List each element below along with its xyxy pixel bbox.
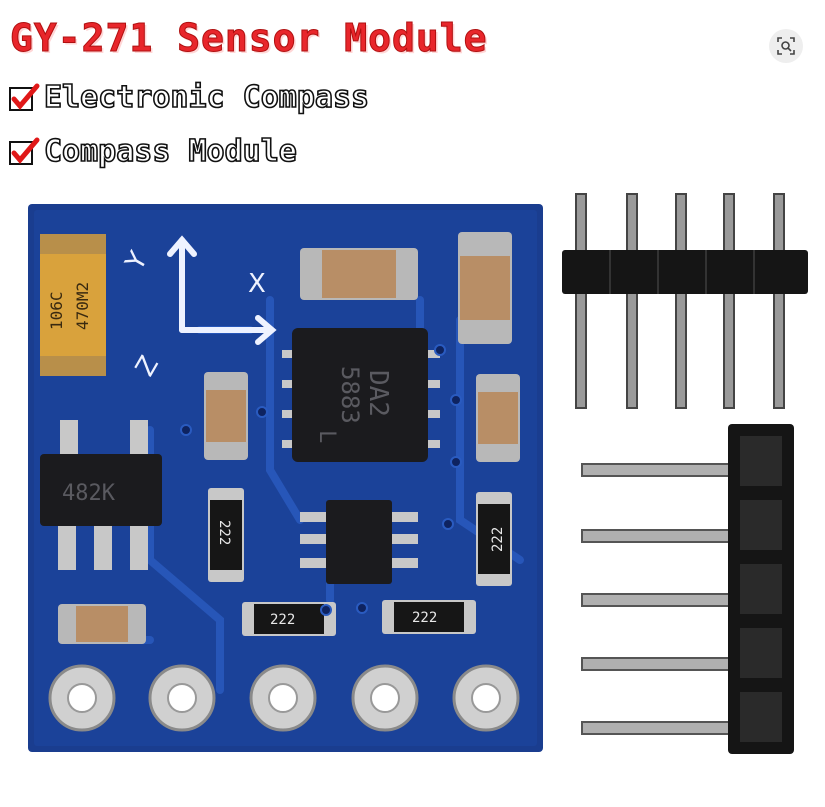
visual-search-icon	[777, 37, 795, 55]
svg-text:222: 222	[270, 612, 295, 628]
svg-text:482K: 482K	[62, 481, 116, 506]
visual-search-button[interactable]	[769, 29, 803, 63]
product-photo: Y X Z 106C 470M2 DA2 5883 L	[28, 193, 808, 754]
capacitor-marking: 106C	[47, 291, 66, 330]
product-title: GY-271 Sensor Module	[10, 16, 488, 61]
svg-text:L: L	[314, 430, 339, 443]
svg-text:DA2: DA2	[363, 370, 393, 417]
axis-label-x: X	[248, 269, 266, 299]
resistor: 222	[242, 602, 336, 636]
feature-bullet-electronic-compass: Electronic Compass	[8, 79, 370, 116]
feature-label: Compass Module	[43, 133, 297, 170]
feature-bullet-compass-module: Compass Module	[8, 133, 298, 170]
svg-text:222: 222	[216, 520, 232, 545]
resistor: 222	[382, 600, 476, 634]
right-angle-pin-header	[581, 424, 794, 754]
svg-text:222: 222	[490, 527, 506, 552]
svg-text:5883: 5883	[336, 366, 364, 424]
tantalum-capacitor	[40, 234, 106, 376]
voltage-regulator: 482K	[40, 420, 162, 570]
resistor: 222	[476, 492, 512, 586]
check-icon	[8, 82, 40, 114]
resistor: 222	[208, 488, 244, 582]
svg-text:222: 222	[412, 610, 437, 626]
straight-pin-header	[562, 193, 808, 409]
feature-label: Electronic Compass	[43, 79, 370, 116]
check-icon	[8, 136, 40, 168]
ceramic-capacitors	[58, 232, 520, 644]
magnetometer-chip: DA2 5883 L	[282, 328, 440, 462]
level-shifter-chip	[300, 500, 418, 584]
capacitor-marking: 470M2	[73, 282, 92, 330]
